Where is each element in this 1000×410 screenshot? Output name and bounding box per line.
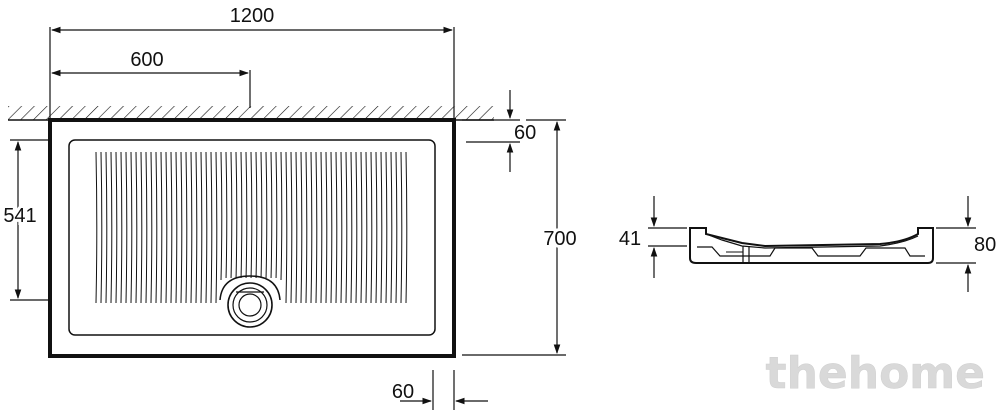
rib-line: [320, 151, 323, 304]
rib-line: [210, 151, 213, 304]
rib-line: [405, 151, 408, 304]
rib-line: [285, 151, 288, 304]
rib-line: [355, 151, 358, 304]
rib-line: [230, 151, 233, 281]
wall-hatching: [8, 106, 494, 121]
dim-label-overall-width: 1200: [230, 5, 275, 27]
rib-line: [195, 151, 198, 304]
anti-slip-ribs: [95, 151, 408, 304]
tray-side-profile: [689, 227, 934, 264]
rib-line: [300, 151, 303, 304]
rib-line: [180, 151, 183, 304]
rib-line: [95, 151, 98, 304]
rib-line: [190, 151, 193, 304]
rib-line: [260, 151, 263, 281]
rib-line: [325, 151, 328, 304]
tray-top-view: [48, 118, 456, 358]
rib-line: [340, 151, 343, 304]
rib-line: [360, 151, 363, 304]
rib-line: [350, 151, 353, 304]
rib-line: [345, 151, 348, 304]
dimension-profile-inner-height: 41: [619, 196, 687, 278]
rib-line: [120, 151, 123, 304]
dim-label-profile-total-height: 80: [974, 234, 996, 256]
rib-line: [275, 151, 278, 281]
rib-line: [370, 151, 373, 304]
rib-line: [170, 151, 173, 304]
rib-line: [105, 151, 108, 304]
rib-line: [390, 151, 393, 304]
drain-icon: [219, 275, 281, 330]
rib-line: [380, 151, 383, 304]
rib-line: [315, 151, 318, 304]
dimension-overall-width: 1200: [49, 5, 455, 118]
rib-line: [365, 151, 368, 304]
rib-line: [280, 151, 283, 281]
rib-line: [215, 151, 218, 304]
rib-line: [115, 151, 118, 304]
rib-line: [135, 151, 138, 304]
rib-line: [395, 151, 398, 304]
rib-line: [165, 151, 168, 304]
rib-line: [140, 151, 143, 304]
rib-line: [200, 151, 203, 304]
rib-line: [235, 151, 238, 281]
rib-line: [385, 151, 388, 304]
rib-line: [100, 151, 103, 304]
dimension-top-rim: 60: [462, 90, 536, 172]
rib-line: [125, 151, 128, 304]
rib-line: [110, 151, 113, 304]
dimension-drain-offset: 600: [51, 49, 251, 108]
dimension-overall-depth: 700: [462, 119, 580, 356]
rib-line: [400, 151, 403, 304]
rib-line: [270, 151, 273, 281]
rib-line: [255, 151, 258, 281]
dim-label-bottom-rim: 60: [392, 381, 414, 403]
dim-label-overall-depth: 700: [543, 228, 576, 250]
dimension-profile-total-height: 80: [936, 196, 996, 292]
dim-label-top-rim: 60: [514, 122, 536, 144]
dim-label-inner-depth: 541: [3, 205, 36, 227]
watermark-logo: thehome: [766, 348, 985, 399]
rib-line: [145, 151, 148, 304]
rib-line: [375, 151, 378, 304]
rib-line: [250, 151, 253, 281]
rib-line: [265, 151, 268, 281]
rib-line: [220, 151, 223, 281]
rib-line: [155, 151, 158, 304]
dim-label-drain-offset: 600: [130, 49, 163, 71]
rib-line: [225, 151, 228, 281]
rib-line: [305, 151, 308, 304]
dimension-inner-depth: 541: [0, 139, 48, 301]
dimension-bottom-rim: 60: [392, 370, 488, 410]
rib-line: [175, 151, 178, 304]
rib-line: [150, 151, 153, 304]
rib-line: [335, 151, 338, 304]
rib-line: [160, 151, 163, 304]
rib-line: [205, 151, 208, 304]
rib-line: [185, 151, 188, 304]
rib-line: [330, 151, 333, 304]
rib-line: [130, 151, 133, 304]
rib-line: [240, 151, 243, 281]
rib-line: [295, 151, 298, 304]
rib-line: [290, 151, 293, 304]
rib-line: [310, 151, 313, 304]
dim-label-profile-inner-height: 41: [619, 228, 641, 250]
rib-line: [245, 151, 248, 281]
